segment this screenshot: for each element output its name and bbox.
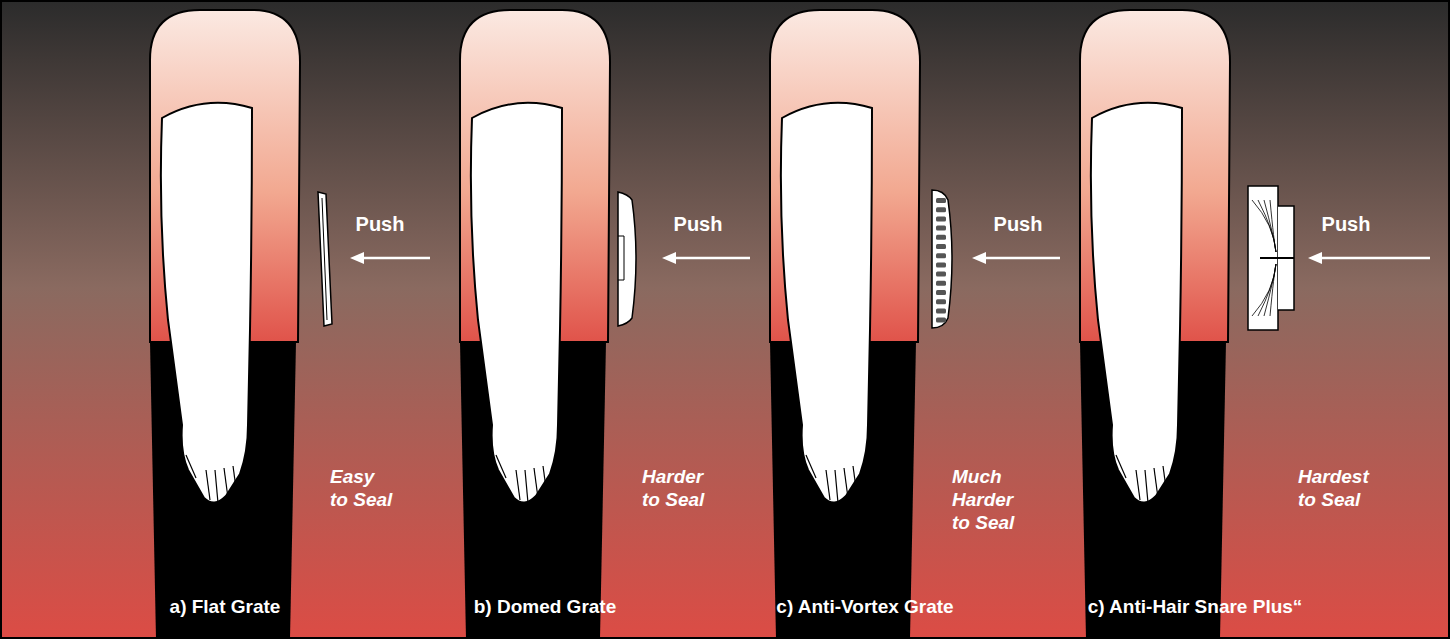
grate-slot [936, 272, 946, 277]
arrow-head [1308, 252, 1322, 264]
snare-vane [1252, 200, 1276, 252]
grate-slot [936, 262, 946, 267]
push-arrow [672, 257, 750, 260]
push-arrow [982, 257, 1060, 260]
grate-slot [936, 290, 946, 295]
arm [471, 103, 562, 503]
finger-line [853, 466, 856, 488]
finger-line [206, 470, 210, 500]
figure [1080, 10, 1430, 639]
finger-line [806, 455, 816, 478]
grate-slot [936, 235, 946, 240]
snare-vane [1264, 200, 1276, 252]
finger-line [1145, 470, 1148, 503]
snare-vane [1270, 200, 1276, 252]
snare-vane [1252, 264, 1276, 316]
push-label: Push [1322, 212, 1371, 236]
finger-line [186, 455, 196, 478]
snare-vane [1270, 264, 1276, 316]
grate-name: c) Anti-Vortex Grate [776, 596, 953, 619]
snare-vane [1258, 200, 1276, 252]
snare-vane [1258, 264, 1276, 316]
arrow-head [662, 252, 676, 264]
arm [161, 103, 252, 503]
grate-slot [936, 308, 946, 313]
anti-vortex-grate [932, 190, 952, 328]
arrow-head [350, 252, 364, 264]
grate-slot [936, 216, 946, 221]
seal-caption: Harder to Seal [642, 466, 706, 512]
domed-grate [618, 192, 636, 326]
finger-line [1154, 468, 1158, 498]
finger-line [826, 470, 830, 500]
grate-name: b) Domed Grate [474, 596, 617, 619]
snare-vane [1264, 264, 1276, 316]
flat-grate [318, 192, 332, 326]
push-label: Push [356, 212, 405, 236]
seal-caption: Hardest to Seal [1298, 466, 1370, 512]
finger-line [516, 470, 520, 500]
grate-slot [936, 244, 946, 249]
grate-slot [936, 198, 946, 203]
snare-slit [1260, 257, 1294, 259]
finger-line [233, 466, 236, 488]
grate-slot [936, 318, 946, 323]
figure [460, 10, 750, 639]
grate-hub [618, 236, 624, 280]
arm [1091, 103, 1182, 503]
grate-slot [936, 207, 946, 212]
grate-slot [936, 299, 946, 304]
push-label: Push [674, 212, 723, 236]
finger-line [543, 466, 546, 488]
grate-edge [322, 198, 327, 320]
push-arrow [1318, 257, 1430, 260]
grate-slot [936, 253, 946, 258]
arm [781, 103, 872, 503]
finger-line [844, 468, 848, 498]
seal-caption: Much Harder to Seal [952, 466, 1016, 534]
push-arrow [360, 257, 430, 260]
finger-line [525, 470, 528, 503]
arrow-head [972, 252, 986, 264]
finger-line [534, 468, 538, 498]
finger-line [215, 470, 218, 503]
finger-line [835, 470, 838, 503]
seal-caption: Easy to Seal [330, 466, 394, 512]
finger-line [224, 468, 228, 498]
grate-name: a) Flat Grate [170, 596, 281, 619]
figure [770, 10, 1060, 639]
grate-slot [936, 226, 946, 231]
finger-line [1163, 466, 1166, 488]
push-label: Push [994, 212, 1043, 236]
grate-name: c) Anti-Hair Snare Plus“ [1088, 596, 1303, 619]
finger-line [496, 455, 506, 478]
grate-slot [936, 281, 946, 286]
figure [150, 10, 430, 639]
finger-line [1116, 455, 1126, 478]
finger-line [1136, 470, 1140, 500]
